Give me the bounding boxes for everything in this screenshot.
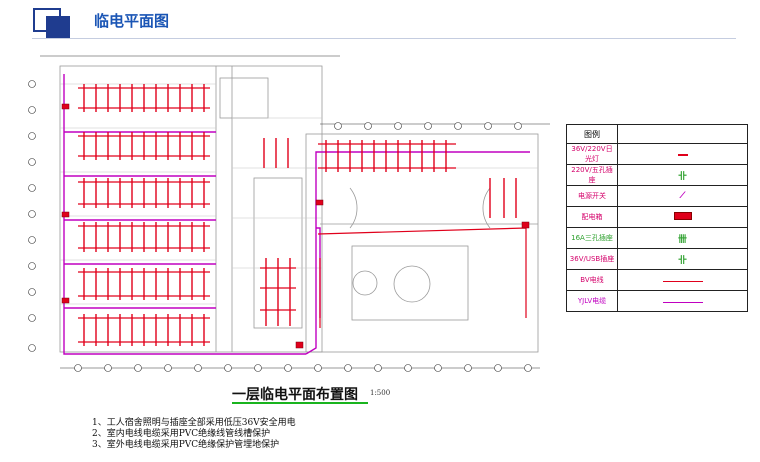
floor-plan-drawing: [28, 55, 550, 372]
legend-symbol-cell: [617, 206, 748, 228]
legend-header-label: 图例: [566, 124, 618, 144]
legend-symbol-cell: 卝: [617, 164, 748, 186]
legend-row: 36V/USB插座 卝: [566, 248, 748, 270]
plan-scale: 1:500: [370, 389, 391, 397]
power-switch-icon: ⁄: [681, 191, 684, 201]
logo-fill: [46, 16, 70, 38]
legend-label: 220V/五孔插座: [566, 164, 618, 186]
note-item: 1、工人宿舍照明与插座全部采用低压36V安全用电: [92, 418, 296, 428]
distribution-box-icon: [673, 212, 692, 220]
legend-label: BV电线: [566, 269, 618, 291]
yjlv-cable-runs: [63, 74, 530, 355]
plan-caption: 一层临电平面布置图: [232, 387, 358, 403]
legend-table: 图例 36V/220V日光灯 220V/五孔插座 卝 电源开关 ⁄ 配电箱 16…: [566, 124, 748, 312]
note-item: 2、室内电线电缆采用PVC绝缘线管线槽保护: [92, 429, 271, 439]
legend-label: 16A三孔插座: [566, 227, 618, 249]
five-hole-socket-icon: 卝: [677, 171, 687, 182]
building-outline: [59, 65, 539, 353]
three-hole-socket-icon: 卌: [677, 234, 687, 245]
usb-socket-icon: 卝: [677, 255, 687, 266]
distribution-boxes: [61, 103, 530, 349]
legend-label: YJLV电缆: [566, 290, 618, 312]
dimension-lines: [40, 55, 550, 369]
legend-row: 电源开关 ⁄: [566, 185, 748, 207]
legend-label: 电源开关: [566, 185, 618, 207]
caption-underline: [232, 402, 368, 404]
axis-marker-row: [74, 122, 532, 372]
notes-list: 1、工人宿舍照明与插座全部采用低压36V安全用电 2、室内电线电缆采用PVC绝缘…: [92, 418, 296, 451]
legend-symbol-cell: [617, 290, 748, 312]
legend-row: YJLV电缆: [566, 290, 748, 312]
bv-wire-icon: [662, 281, 703, 282]
legend-row: 配电箱: [566, 206, 748, 228]
header-logo: [33, 8, 71, 38]
legend-row: BV电线: [566, 269, 748, 291]
legend-row: 16A三孔插座 卌: [566, 227, 748, 249]
legend-label: 配电箱: [566, 206, 618, 228]
header-divider: [32, 38, 736, 39]
page-title: 临电平面图: [94, 12, 170, 30]
legend-symbol-cell: [617, 143, 748, 165]
legend-header-row: 图例: [566, 124, 748, 144]
axis-marker-column: [28, 80, 36, 352]
legend-label: 36V/220V日光灯: [566, 143, 618, 165]
legend-symbol-cell: 卌: [617, 227, 748, 249]
yjlv-cable-icon: [662, 302, 703, 303]
legend-row: 220V/五孔插座 卝: [566, 164, 748, 186]
note-item: 3、室外电线电缆采用PVC绝缘保护管埋地保护: [92, 440, 280, 450]
legend-header-blank: [617, 124, 748, 144]
fluorescent-lamp-icon: [677, 154, 688, 156]
lighting-fixture-ticks: [83, 84, 517, 346]
legend-symbol-cell: ⁄: [617, 185, 748, 207]
legend-symbol-cell: [617, 269, 748, 291]
legend-label: 36V/USB插座: [566, 248, 618, 270]
legend-row: 36V/220V日光灯: [566, 143, 748, 165]
legend-symbol-cell: 卝: [617, 248, 748, 270]
